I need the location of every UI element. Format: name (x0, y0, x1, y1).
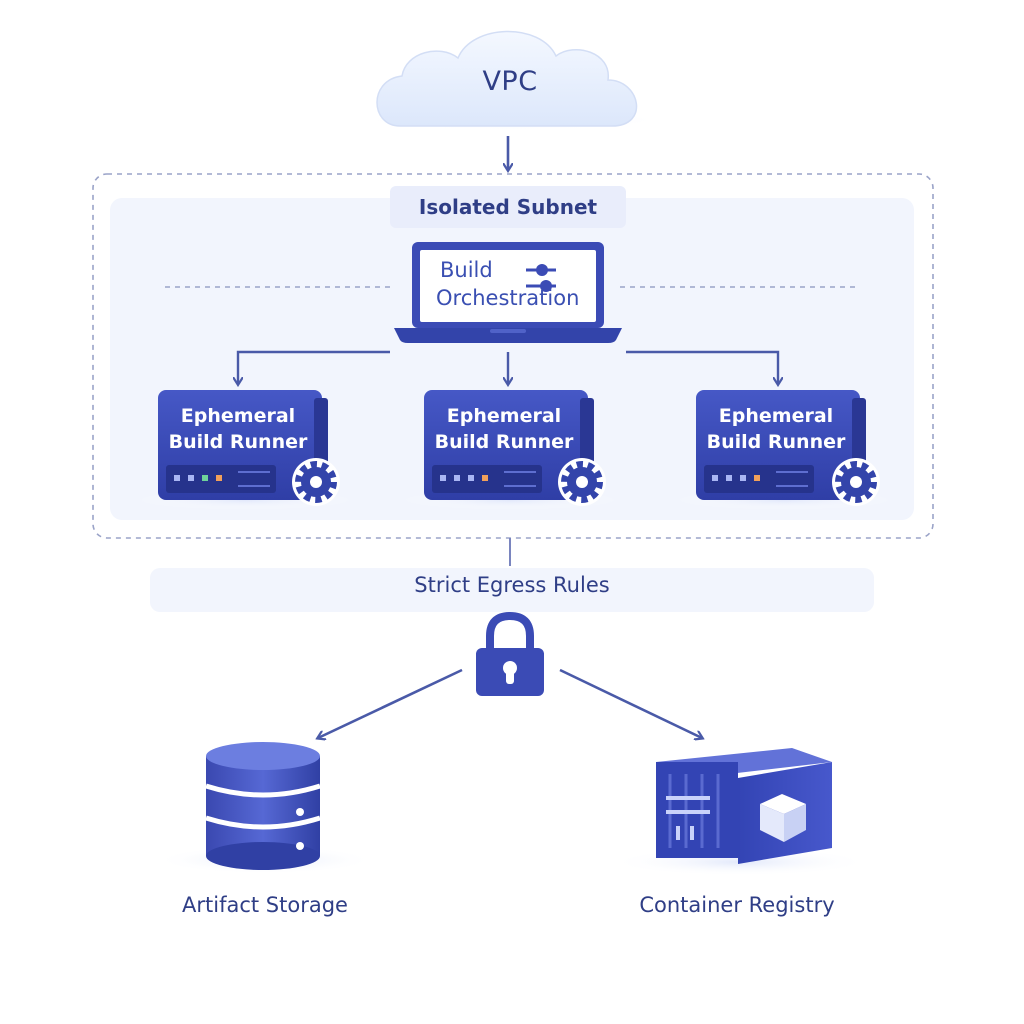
isolated-subnet-label: Isolated Subnet (390, 186, 626, 228)
runner-1-label-line2: Build Runner (168, 431, 308, 453)
runner-3-label-line1: Ephemeral (718, 405, 834, 427)
runner-2-label-line2: Build Runner (434, 431, 574, 453)
vpc-label: VPC (482, 66, 538, 97)
sliders-icon (526, 264, 556, 292)
runner-1-gear-icon (292, 458, 340, 506)
container-registry-label: Container Registry (639, 893, 835, 917)
runner-2-gear-icon (558, 458, 606, 506)
arrow-to-runner-3 (626, 350, 778, 384)
arrow-to-artifact-storage (318, 668, 463, 738)
runner-2-server-icon (400, 390, 620, 510)
egress-band (150, 568, 874, 612)
runner-3-gear-icon (832, 458, 880, 506)
runner-1-label: Ephemeral Build Runner (153, 403, 323, 455)
strict-egress-rules-label: Strict Egress Rules (414, 573, 610, 597)
runner-2-label-line1: Ephemeral (446, 405, 562, 427)
arrow-to-container-registry (559, 668, 702, 738)
runner-3-label: Ephemeral Build Runner (691, 403, 861, 455)
padlock-icon (476, 611, 544, 696)
runner-3-server-icon (674, 390, 894, 510)
runner-2-label: Ephemeral Build Runner (419, 403, 589, 455)
database-icon (155, 742, 375, 874)
runner-3-label-line2: Build Runner (706, 431, 846, 453)
subnet-dashed-border (92, 173, 934, 539)
shipping-container-icon (610, 748, 870, 876)
runner-1-label-line1: Ephemeral (180, 405, 296, 427)
vpc-cloud-icon (362, 30, 662, 130)
arrow-to-runner-1 (238, 350, 390, 384)
laptop-icon (394, 242, 622, 343)
artifact-storage-label: Artifact Storage (182, 893, 348, 917)
cube-icon (760, 794, 806, 842)
orchestration-label-line2: Orchestration (436, 286, 580, 310)
orchestration-label-line1: Build (440, 258, 493, 282)
